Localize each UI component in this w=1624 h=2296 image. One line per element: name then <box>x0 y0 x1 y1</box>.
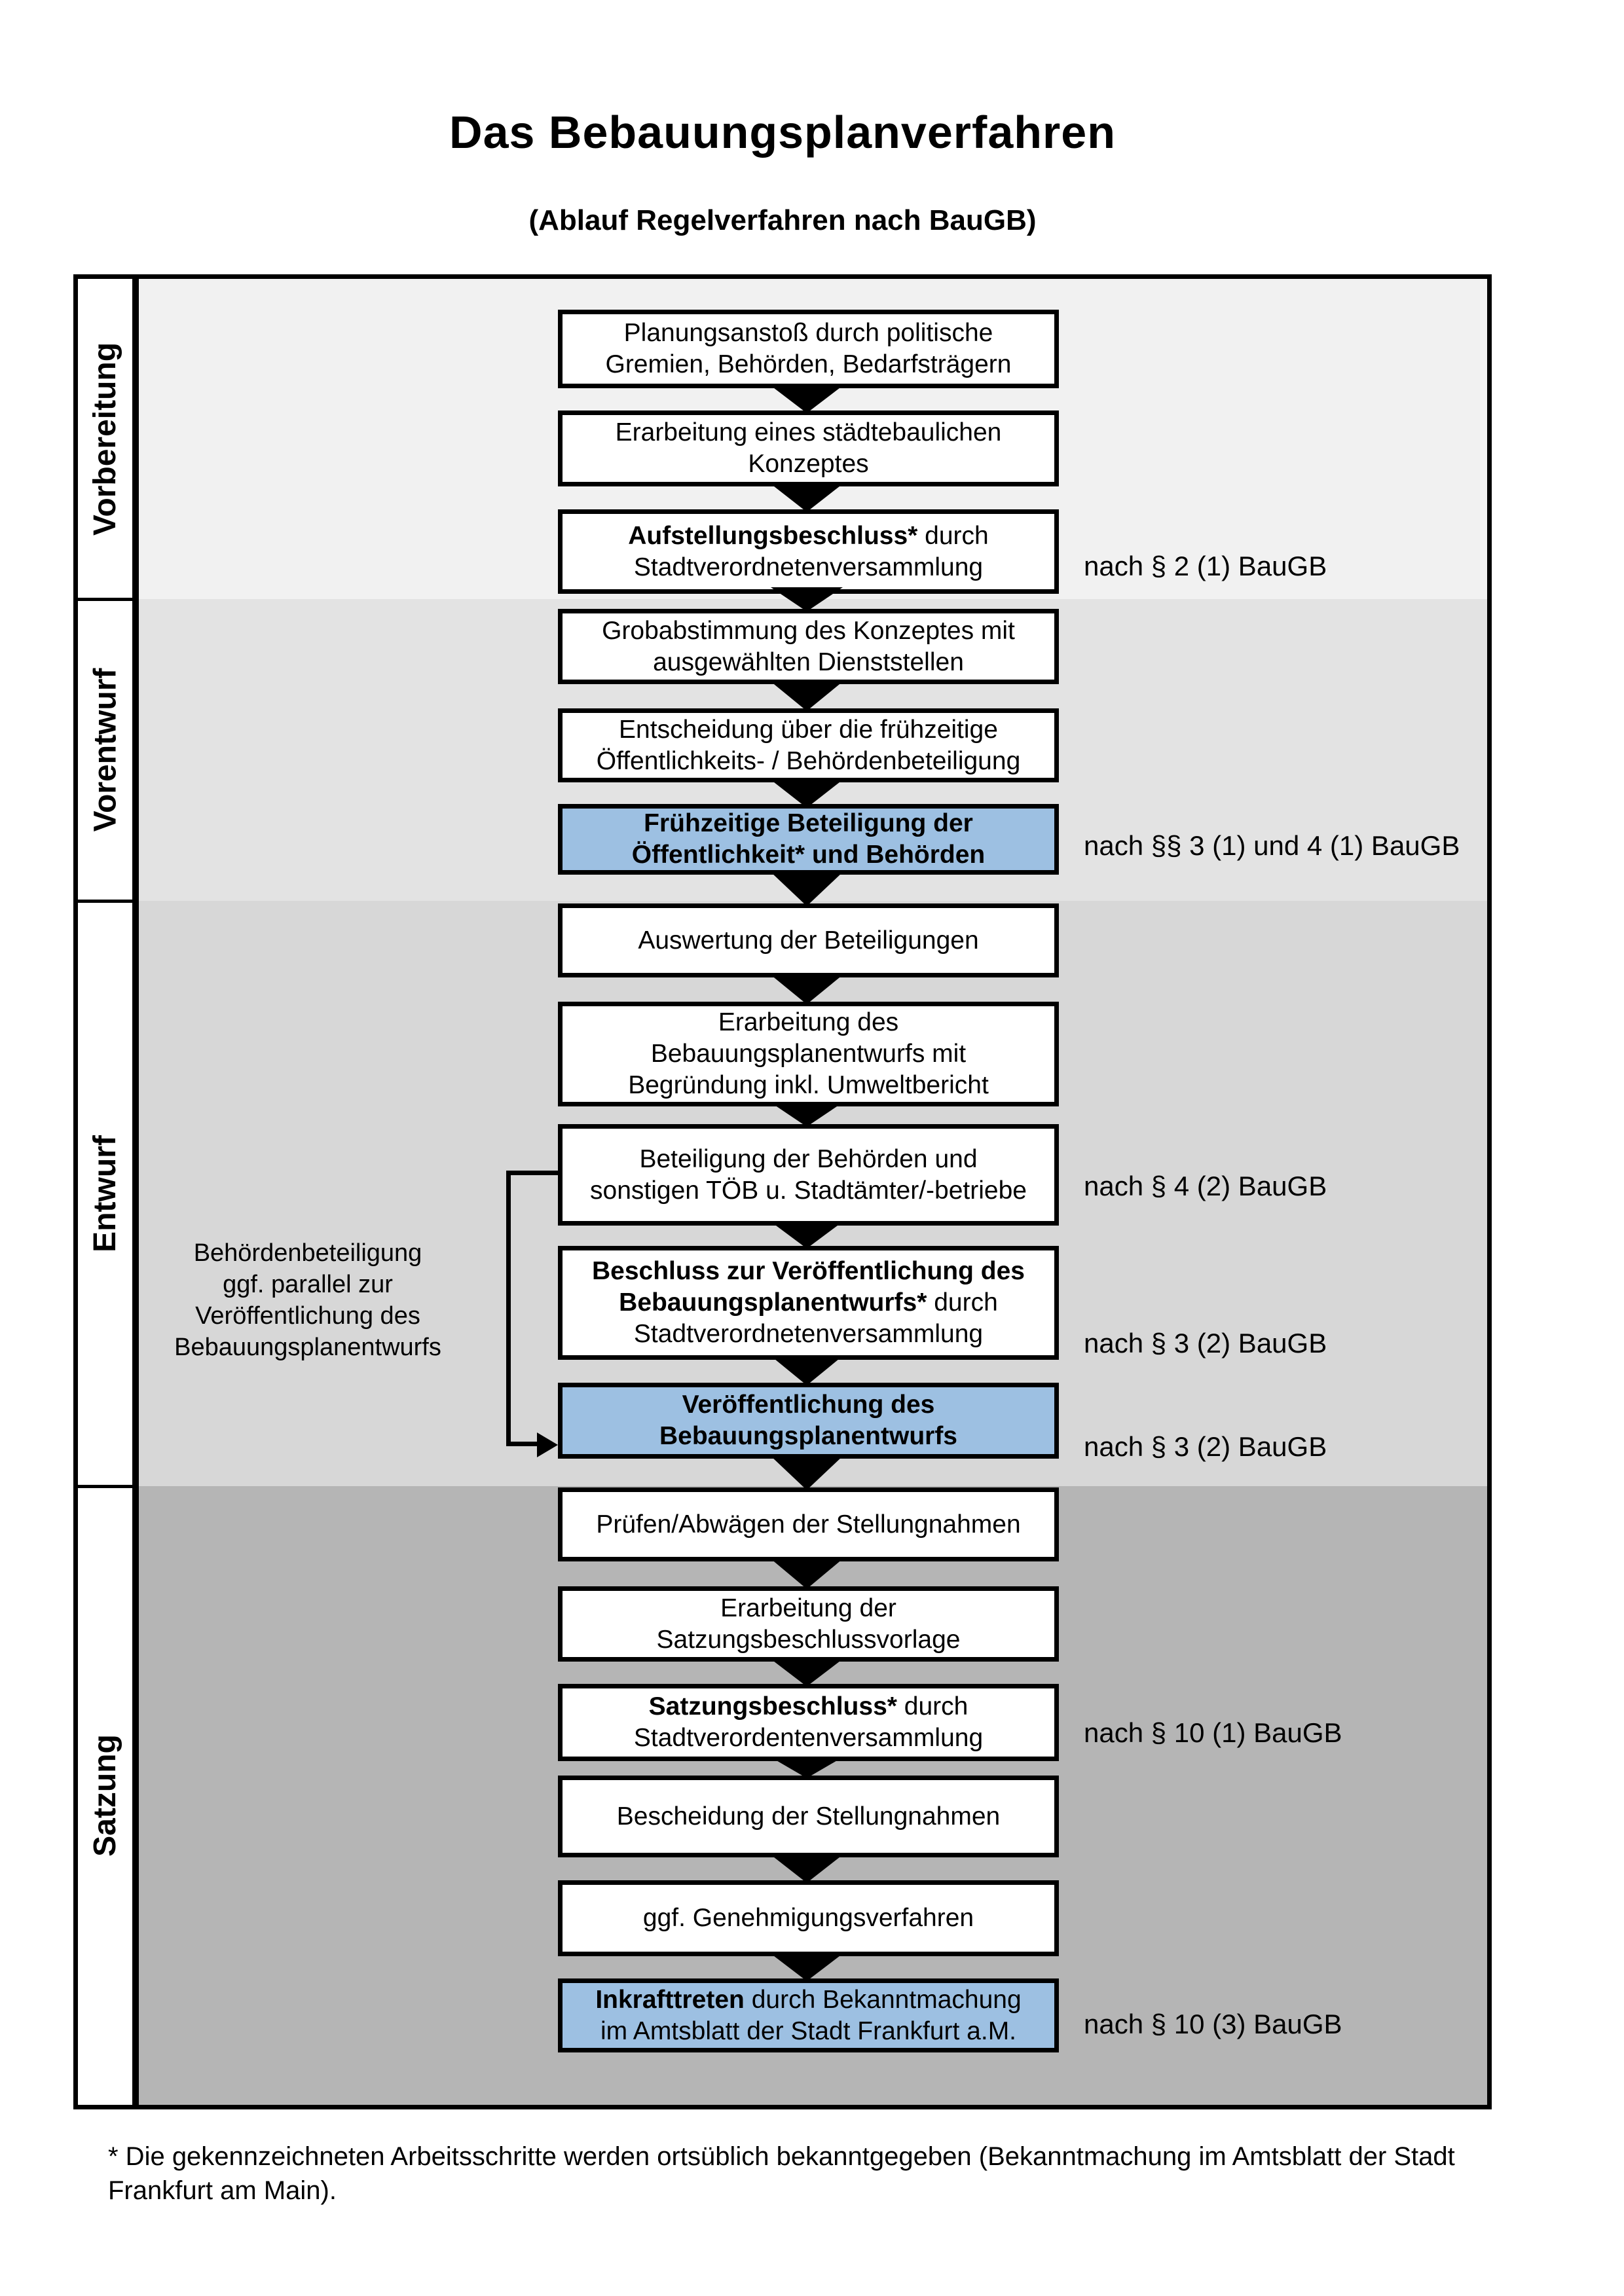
flow-step-text: Beteiligung der Behörden und sonstigen T… <box>590 1144 1027 1205</box>
flow-step-inkrafttreten: Inkrafttreten durch Bekanntmachung im Am… <box>558 1978 1059 2052</box>
connector-line <box>506 1171 511 1446</box>
flow-step-aufstellungsbeschluss: Aufstellungsbeschluss* durch Stadtverord… <box>558 509 1059 594</box>
flow-step-grobabstimmung: Grobabstimmung des Konzeptes mit ausgewä… <box>558 609 1059 684</box>
page-title: Das Bebauungsplanverfahren <box>449 107 1116 158</box>
column-divider <box>132 279 139 2105</box>
page-subtitle: (Ablauf Regelverfahren nach BauGB) <box>528 204 1037 236</box>
flow-step-text: Satzungsbeschluss* durch Stadtverordente… <box>633 1692 984 1752</box>
flow-step-veroeffentlichungsbeschluss: Beschluss zur Veröffentlichung des Bebau… <box>558 1246 1059 1360</box>
flow-step-pruefen-abwaegen: Prüfen/Abwägen der Stellungnahmen <box>558 1487 1059 1561</box>
flow-step-text: Prüfen/Abwägen der Stellungnahmen <box>596 1510 1021 1539</box>
flow-step-planungsanstoss: Planungsanstoß durch politische Gremien,… <box>558 310 1059 388</box>
legal-reference: nach § 3 (2) BauGB <box>1084 1431 1327 1462</box>
legal-reference: nach § 3 (2) BauGB <box>1084 1328 1327 1358</box>
connector-line <box>506 1171 558 1175</box>
legal-reference: nach § 2 (1) BauGB <box>1084 551 1327 581</box>
phase-label-satzung: Satzung <box>88 1734 122 1857</box>
flow-step-text: Grobabstimmung des Konzeptes mit ausgewä… <box>602 616 1015 676</box>
flow-step-text: Erarbeitung des Bebauungsplanentwurfs mi… <box>628 1008 989 1099</box>
flow-step-satzungsbeschluss: Satzungsbeschluss* durch Stadtverordente… <box>558 1684 1059 1761</box>
legal-reference: nach § 4 (2) BauGB <box>1084 1171 1327 1201</box>
connector-line <box>506 1442 539 1446</box>
flow-step-text: Auswertung der Beteiligungen <box>638 926 979 955</box>
flow-step-fruehzeitige-beteiligung: Frühzeitige Beteiligung der Öffentlichke… <box>558 804 1059 875</box>
flow-step-text: Veröffentlichung des Bebauungsplanentwur… <box>659 1391 958 1450</box>
flow-step-text: Beschluss zur Veröffentlichung des Bebau… <box>592 1257 1025 1348</box>
flow-step-text: Planungsanstoß durch politische Gremien,… <box>605 319 1012 378</box>
flow-step-entscheidung-beteiligung: Entscheidung über die frühzeitige Öffent… <box>558 708 1059 782</box>
flow-step-veroeffentlichung: Veröffentlichung des Bebauungsplanentwur… <box>558 1383 1059 1459</box>
footnote: * Die gekennzeichneten Arbeitsschritte w… <box>108 2142 1455 2205</box>
diagram-frame: Vorbereitung Vorentwurf Entwurf Satzung … <box>73 274 1492 2109</box>
flow-step-toeb-beteiligung: Beteiligung der Behörden und sonstigen T… <box>558 1124 1059 1226</box>
flow-step-text: ggf. Genehmigungsverfahren <box>642 1904 974 1932</box>
flow-step-bescheidung: Bescheidung der Stellungnahmen <box>558 1776 1059 1857</box>
flow-step-auswertung: Auswertung der Beteiligungen <box>558 903 1059 977</box>
flow-step-genehmigungsverfahren: ggf. Genehmigungsverfahren <box>558 1880 1059 1956</box>
phase-separator <box>78 598 132 601</box>
flow-step-text: Bescheidung der Stellungnahmen <box>616 1802 1001 1831</box>
side-note: Behördenbeteiligung ggf. parallel zur Ve… <box>174 1239 441 1361</box>
flow-step-konzept-erarbeitung: Erarbeitung eines städtebaulichen Konzep… <box>558 410 1059 486</box>
legal-reference: nach § 10 (3) BauGB <box>1084 2009 1342 2039</box>
phase-separator <box>78 1485 132 1488</box>
flow-step-text: Erarbeitung eines städtebaulichen Konzep… <box>615 418 1002 478</box>
flow-step-text: Erarbeitung der Satzungsbeschlussvorlage <box>656 1594 961 1654</box>
phase-label-column <box>78 279 132 2105</box>
flow-step-text: Frühzeitige Beteiligung der Öffentlichke… <box>631 809 986 869</box>
phase-separator <box>78 900 132 903</box>
flow-step-entwurf-erarbeitung: Erarbeitung des Bebauungsplanentwurfs mi… <box>558 1002 1059 1106</box>
phase-label-vorentwurf: Vorentwurf <box>88 668 122 832</box>
legal-reference: nach §§ 3 (1) und 4 (1) BauGB <box>1084 830 1460 861</box>
phase-label-entwurf: Entwurf <box>88 1135 123 1252</box>
flow-step-satzungsvorlage: Erarbeitung der Satzungsbeschlussvorlage <box>558 1586 1059 1662</box>
flow-step-text: Entscheidung über die frühzeitige Öffent… <box>596 715 1021 775</box>
flow-step-text: Inkrafttreten durch Bekanntmachung im Am… <box>595 1985 1022 2045</box>
flow-step-text: Aufstellungsbeschluss* durch Stadtverord… <box>628 521 989 581</box>
legal-reference: nach § 10 (1) BauGB <box>1084 1717 1342 1748</box>
phase-label-vorbereitung: Vorbereitung <box>88 342 122 536</box>
